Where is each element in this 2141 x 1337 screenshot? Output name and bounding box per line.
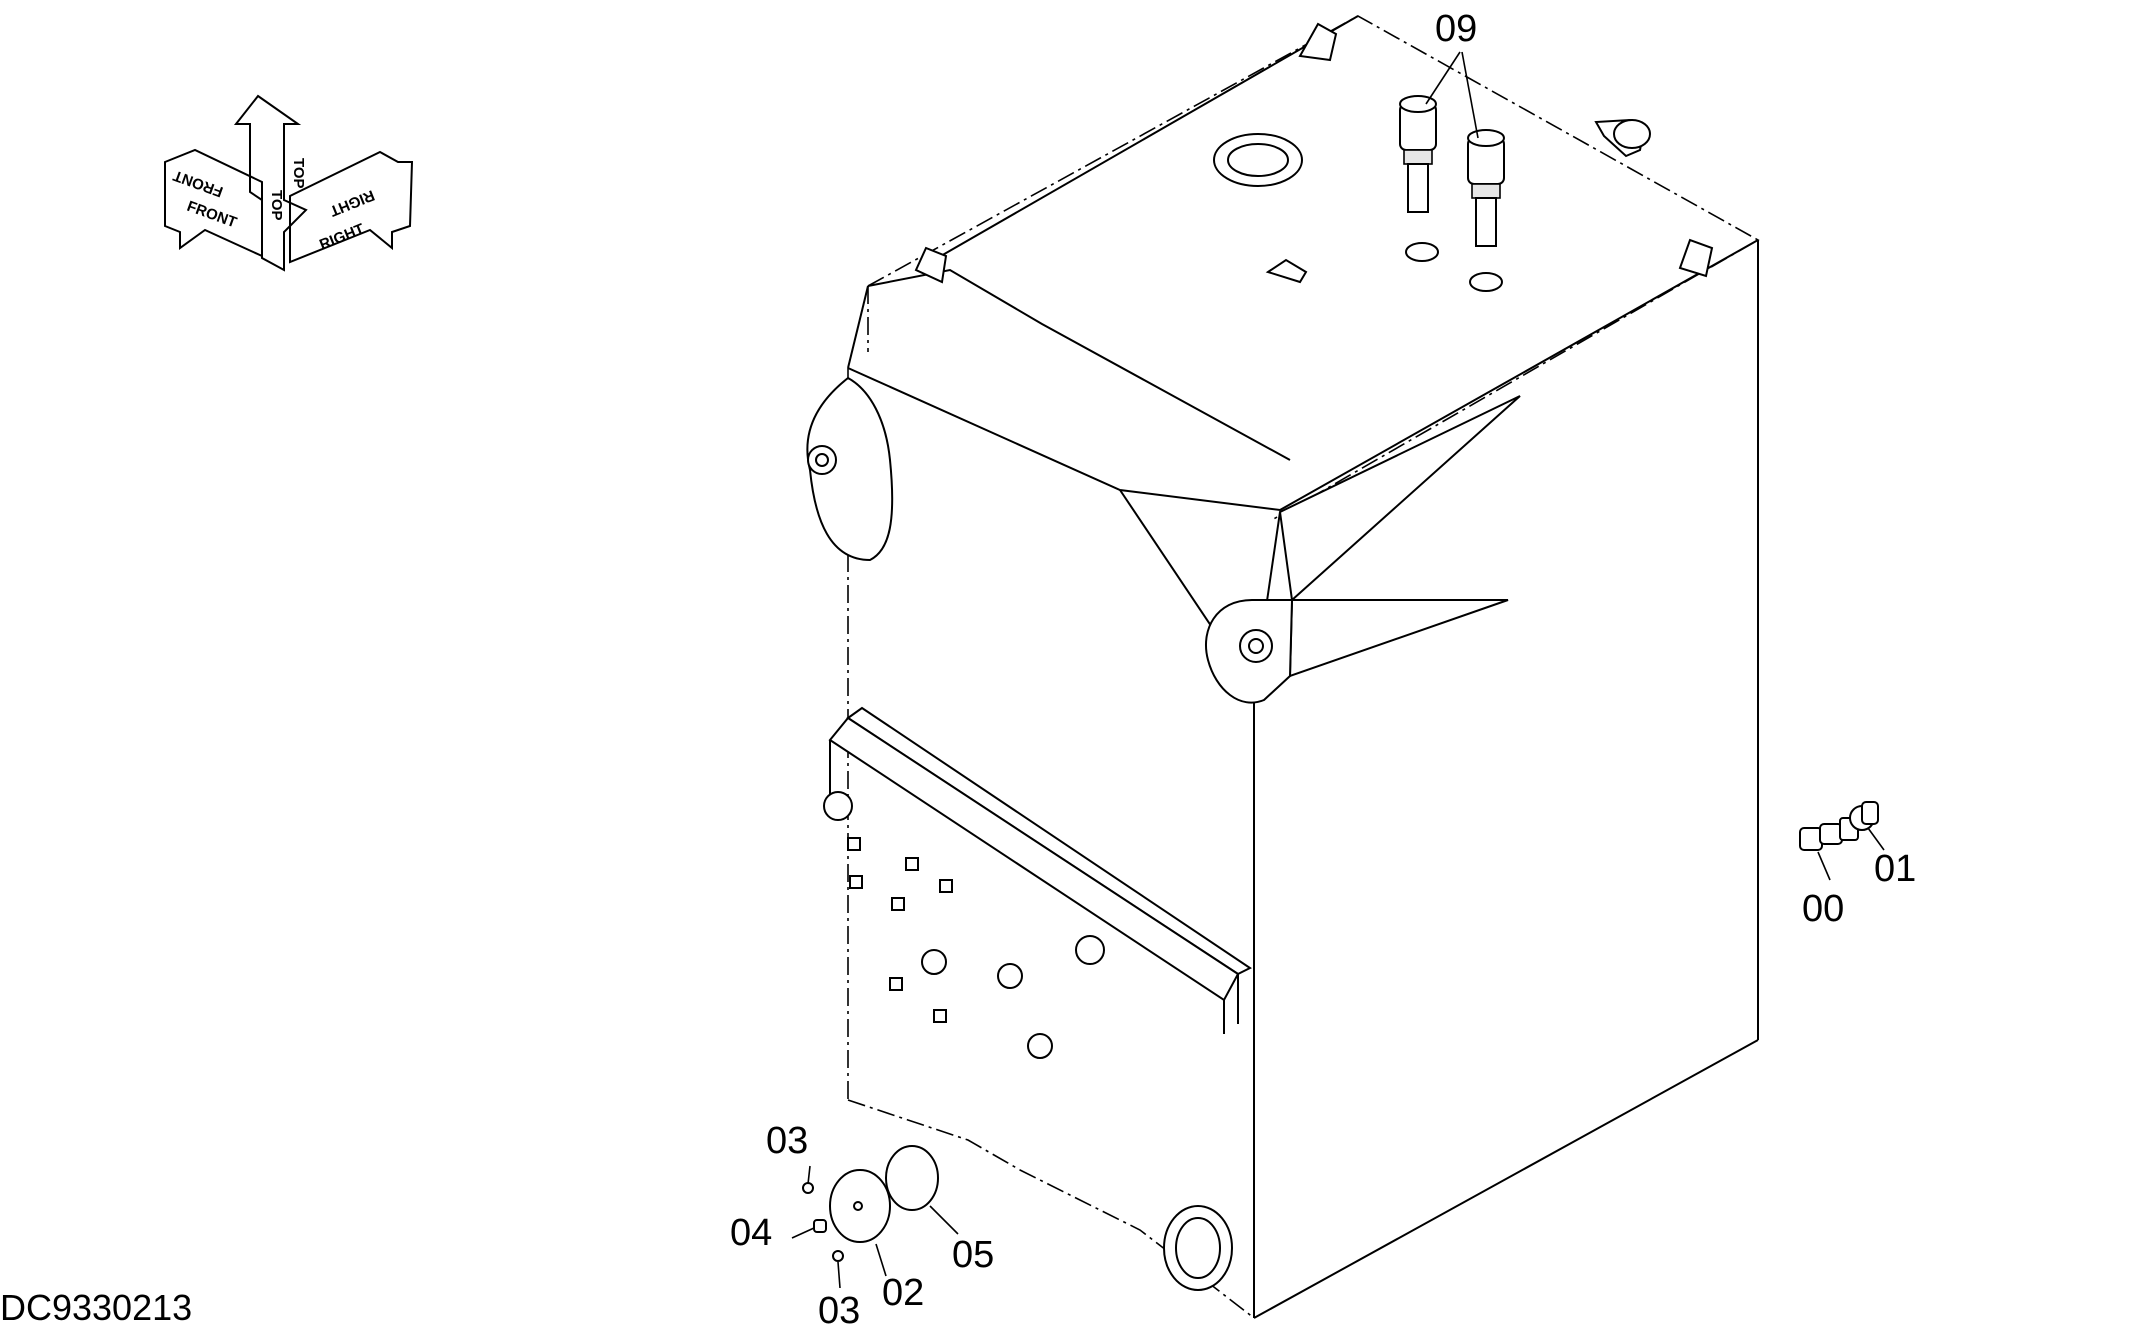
orientation-right-label: RIGHT RIGHT [317, 186, 377, 253]
callout-09: 09 [1435, 8, 1478, 50]
hydraulic-tank [806, 15, 1760, 1319]
orientation-top-label: TOP TOP [268, 158, 307, 221]
svg-text:RIGHT: RIGHT [317, 220, 367, 253]
orientation-indicator: FRONT FRONT TOP TOP RIGHT RIGHT [164, 94, 414, 272]
part-01-plug [1849, 801, 1879, 831]
part-03-bolt-lower [832, 1250, 844, 1262]
svg-text:TOP: TOP [268, 190, 285, 221]
callout-05: 05 [952, 1234, 995, 1276]
part-05-o-ring [885, 1145, 939, 1211]
svg-text:TOP: TOP [290, 158, 307, 189]
callout-03-upper: 03 [766, 1120, 809, 1162]
leader-lines [791, 51, 1885, 1289]
svg-text:RIGHT: RIGHT [327, 186, 377, 219]
orientation-front-label: FRONT FRONT [171, 167, 239, 232]
svg-text:FRONT: FRONT [171, 167, 225, 201]
part-09-sensors [1399, 95, 1505, 292]
callout-00: 00 [1802, 888, 1845, 930]
part-00-fitting [1799, 817, 1859, 851]
callout-02: 02 [882, 1272, 925, 1314]
callout-04: 04 [730, 1212, 773, 1254]
callout-03-lower: 03 [818, 1290, 861, 1332]
part-04-plug [813, 1219, 827, 1233]
drawing-code: DC9330213 [0, 1287, 193, 1328]
svg-text:FRONT: FRONT [185, 198, 239, 232]
part-03-bolt-upper [802, 1182, 814, 1194]
part-02-cover [829, 1169, 891, 1243]
callout-01: 01 [1874, 848, 1917, 890]
